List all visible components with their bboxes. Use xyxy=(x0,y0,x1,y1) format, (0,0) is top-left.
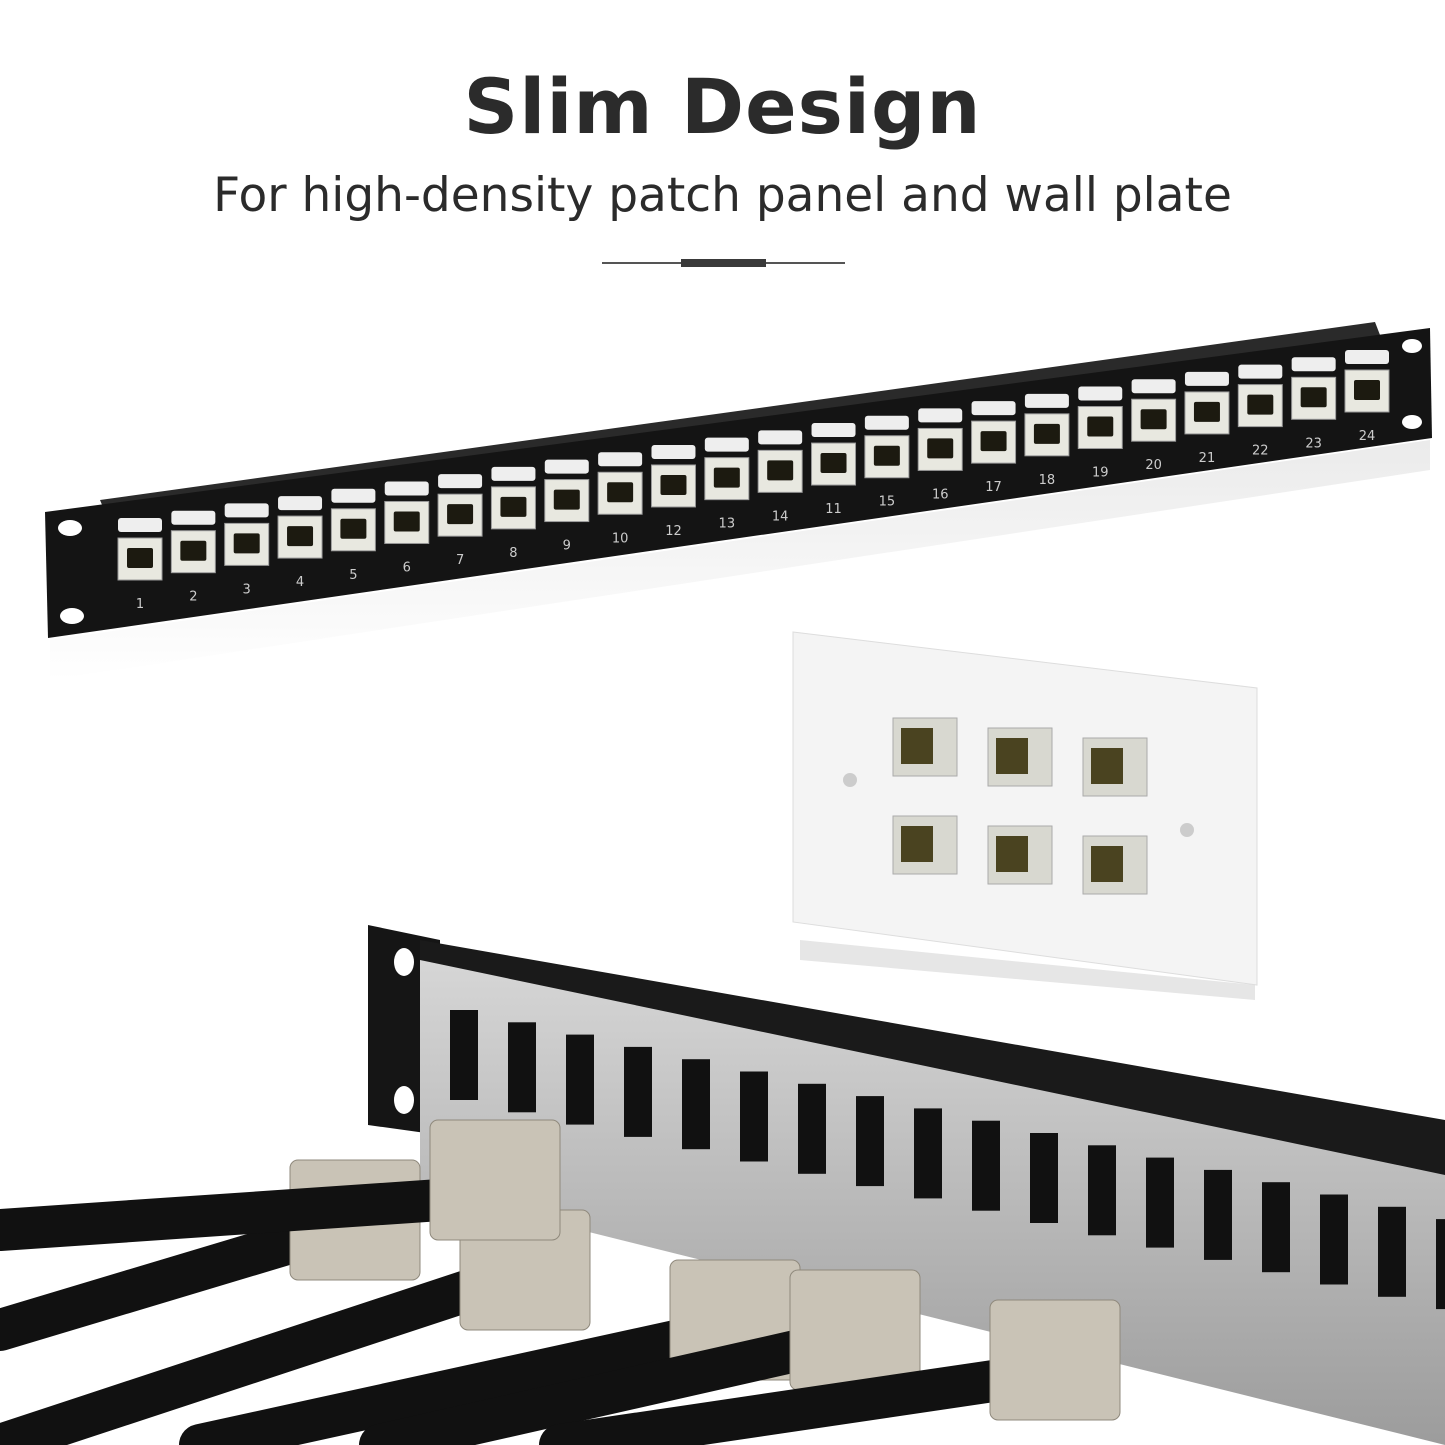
port-label: 18 xyxy=(1039,473,1056,488)
keystone-coupler xyxy=(989,1299,1121,1421)
port-label: 1 xyxy=(136,597,144,612)
port-label: 19 xyxy=(1092,466,1109,481)
port-7: 7 xyxy=(437,474,483,568)
port-label: 8 xyxy=(509,546,517,561)
port-label: 13 xyxy=(719,517,736,532)
port-12: 13 xyxy=(704,437,750,532)
mount-hole xyxy=(58,520,82,536)
port-8: 8 xyxy=(490,466,536,561)
keystone-jack xyxy=(892,717,958,777)
keystone-jack xyxy=(892,815,958,875)
port-16: 16 xyxy=(917,408,963,502)
port-24: 24 xyxy=(1344,350,1390,444)
port-1: 1 xyxy=(117,518,163,612)
keystone-patch-panel xyxy=(368,925,1445,1445)
port-22: 22 xyxy=(1237,364,1283,459)
port-label: 4 xyxy=(296,575,304,590)
keystone-slot xyxy=(1146,1157,1174,1248)
port-label: 16 xyxy=(932,487,949,502)
mount-hole xyxy=(1402,339,1422,353)
port-3: 3 xyxy=(224,503,270,597)
divider-accent xyxy=(681,259,766,267)
port-11: 12 xyxy=(650,444,696,539)
port-label: 14 xyxy=(772,509,789,524)
port-label: 21 xyxy=(1199,451,1216,466)
keystone-slot xyxy=(1378,1206,1406,1297)
keystone-slot xyxy=(508,1022,536,1113)
keystone-coupler xyxy=(429,1119,561,1241)
port-9: 9 xyxy=(544,459,590,554)
port-17: 17 xyxy=(971,401,1017,495)
port-label: 23 xyxy=(1305,436,1322,451)
keystone-jack xyxy=(1082,737,1148,797)
wall-plate xyxy=(792,631,1258,1000)
port-label: 9 xyxy=(563,539,571,554)
page-title: Slim Design xyxy=(463,62,982,151)
port-6: 6 xyxy=(384,481,430,575)
port-14: 11 xyxy=(811,423,857,517)
keystone-slot xyxy=(682,1059,710,1150)
keystone-slot xyxy=(740,1071,768,1162)
port-label: 24 xyxy=(1359,429,1376,444)
port-label: 5 xyxy=(349,568,357,583)
keystone-slot xyxy=(566,1034,594,1125)
keystone-slot xyxy=(856,1096,884,1187)
keystone-slot xyxy=(1320,1194,1348,1285)
port-label: 11 xyxy=(825,502,842,517)
port-label: 7 xyxy=(456,553,464,568)
keystone-slot xyxy=(1088,1145,1116,1236)
port-10: 10 xyxy=(597,452,643,546)
port-23: 23 xyxy=(1291,357,1337,451)
port-label: 20 xyxy=(1145,458,1162,473)
keystone-slot xyxy=(450,1010,478,1100)
port-13: 14 xyxy=(757,430,803,524)
port-label: 17 xyxy=(985,480,1002,495)
port-label: 12 xyxy=(665,524,682,539)
port-5: 5 xyxy=(330,488,376,583)
keystone-jack xyxy=(1082,835,1148,895)
keystone-slot xyxy=(1030,1133,1058,1223)
port-15: 15 xyxy=(864,415,910,510)
keystone-slot xyxy=(914,1108,942,1199)
port-label: 6 xyxy=(403,560,411,575)
port-18: 18 xyxy=(1024,393,1070,488)
keystone-slot xyxy=(1204,1169,1232,1260)
cables xyxy=(0,1119,1121,1445)
keystone-jack xyxy=(987,727,1053,787)
port-label: 3 xyxy=(243,582,251,597)
keystone-slot xyxy=(798,1083,826,1174)
mount-hole xyxy=(60,608,84,624)
port-4: 4 xyxy=(277,496,323,590)
port-2: 2 xyxy=(170,510,216,605)
port-label: 10 xyxy=(612,531,629,546)
keystone-slot xyxy=(1262,1182,1290,1273)
port-label: 15 xyxy=(879,495,896,510)
port-20: 20 xyxy=(1131,379,1177,473)
port-label: 2 xyxy=(189,590,197,605)
keystone-coupler xyxy=(789,1269,921,1391)
port-21: 21 xyxy=(1184,371,1230,466)
keystone-slot xyxy=(1436,1219,1445,1310)
keystone-slot xyxy=(972,1120,1000,1211)
port-19: 19 xyxy=(1077,386,1123,481)
port-label: 22 xyxy=(1252,444,1269,459)
keystone-jack xyxy=(987,825,1053,885)
page-subtitle: For high-density patch panel and wall pl… xyxy=(213,168,1232,223)
keystone-slot xyxy=(624,1046,652,1137)
mount-hole xyxy=(1402,415,1422,429)
